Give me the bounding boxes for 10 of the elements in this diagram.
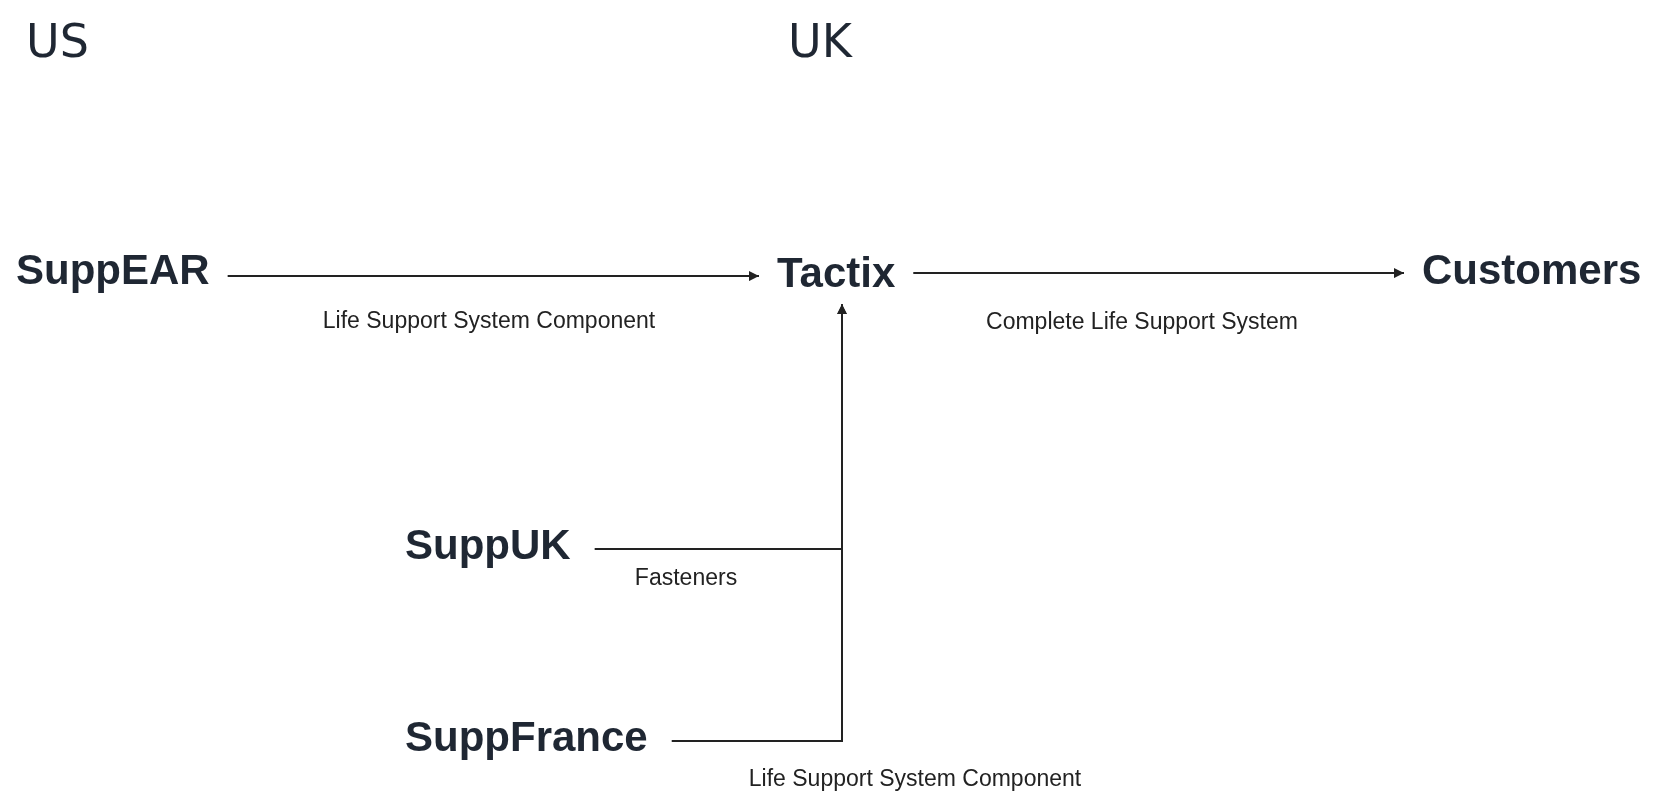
node-label: Customers	[1418, 245, 1646, 296]
arrow	[912, 268, 1405, 279]
node-label: SuppEAR	[12, 245, 214, 296]
node-label: Tactix	[773, 248, 900, 299]
arrow	[226, 271, 760, 282]
region-heading: UK	[788, 14, 852, 68]
arrow	[670, 303, 847, 743]
node-label: SuppUK	[401, 520, 575, 571]
node-label: SuppFrance	[401, 712, 652, 763]
region-heading: US	[26, 14, 89, 68]
